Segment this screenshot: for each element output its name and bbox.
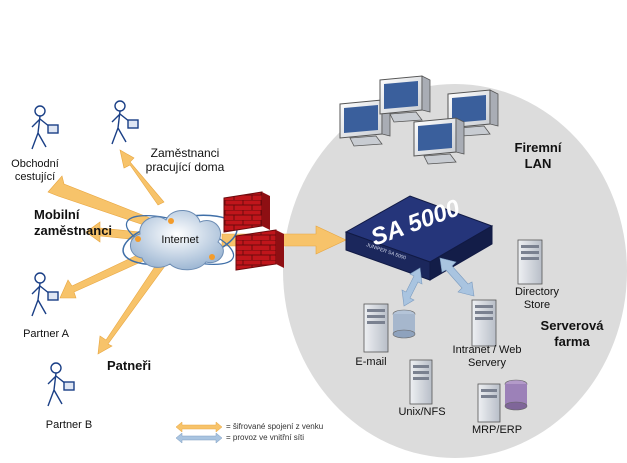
corporate-lan-label: Firemní LAN: [514, 140, 562, 171]
home-workers-label: Zaměstnanci pracující doma: [145, 146, 225, 174]
internal-arrows: [401, 257, 475, 307]
person-icon: [47, 362, 75, 407]
email-server-label: E-mail: [355, 356, 387, 368]
arrow-appliance-intranet: [439, 257, 475, 297]
arrow-to-partner-b: [97, 261, 166, 355]
directory-server-label: Directory Store: [514, 286, 559, 311]
monitor-icon: [339, 99, 391, 147]
partners-group-label: Patneři: [107, 358, 152, 373]
server-tower-mrp: [477, 379, 528, 423]
partner-b-label: Partner B: [45, 419, 93, 431]
firewall-1: [223, 191, 270, 233]
monitor-icon: [413, 117, 465, 165]
server-tower-unix: [409, 359, 433, 405]
server-tower-email: [363, 303, 416, 353]
mobile-group-label: Mobilní zaměstnanci: [34, 207, 113, 238]
internet-label: Internet: [161, 234, 199, 246]
legend-encrypted-arrow: [175, 421, 223, 433]
server-farm-label: Serverová farma: [540, 318, 604, 349]
encrypted-arrows: [47, 149, 347, 355]
legend-internal-arrow: [175, 432, 223, 444]
partner-a-label: Partner A: [23, 328, 69, 340]
server-tower-directory: [517, 239, 543, 285]
travelers-label: Obchodní cestující: [11, 158, 59, 183]
mrp-server-label: MRP/ERP: [471, 424, 523, 436]
unix-server-label: Unix/NFS: [398, 406, 446, 418]
monitor-icon: [447, 89, 499, 137]
legend-encrypted-text: = šifrované spojení z venku: [226, 422, 324, 431]
monitor-icon: [379, 75, 431, 123]
arrow-to-home-workers: [119, 149, 165, 206]
person-icon: [31, 105, 59, 150]
firewall-2: [235, 229, 284, 271]
intranet-server-label: Intranet / Web Servery: [452, 344, 522, 369]
person-icon: [31, 272, 59, 317]
server-tower-intranet: [471, 299, 497, 347]
arrow-appliance-email: [401, 267, 423, 307]
legend-internal-text: = provoz ve vnitřní síti: [226, 433, 305, 442]
lan-workstations: [339, 75, 499, 165]
person-icon: [111, 100, 139, 145]
